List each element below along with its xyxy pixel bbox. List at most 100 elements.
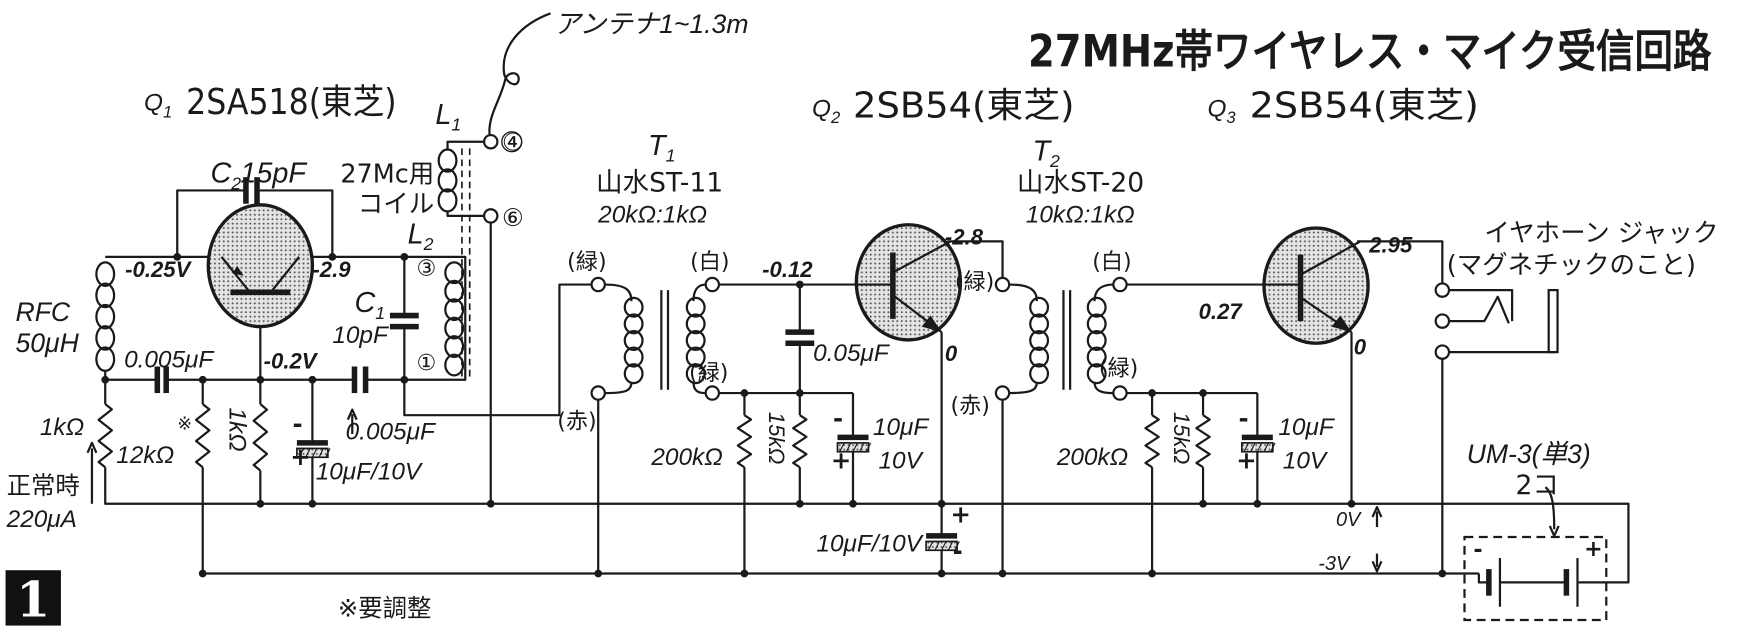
coil-loop (623, 363, 644, 385)
current-label: 正常時 (7, 471, 80, 500)
q2-part: 2SB54(東芝) (853, 85, 1075, 126)
junction-dot (173, 252, 182, 261)
bus-3v-label: -3V (1318, 553, 1351, 575)
battery-box (1463, 535, 1608, 622)
capacitor-c2 (243, 177, 260, 204)
c-elec3-minus: - (1238, 403, 1248, 432)
t2-lead-secondary-top: (白) (1092, 249, 1131, 275)
wire (1357, 240, 1444, 284)
hatch (311, 448, 318, 458)
c-elec1-value: 10μF/10V (316, 458, 424, 485)
t2-primary-coil (1029, 296, 1050, 385)
wire (257, 189, 334, 257)
junction-dot (486, 499, 495, 508)
components (86, 131, 1608, 622)
c-elec3-plus: + (1236, 445, 1256, 474)
wire (104, 467, 1630, 584)
junction-dot (740, 389, 749, 397)
antenna-label: アンテナ1~1.3m (554, 9, 749, 39)
resistor-200k-2 (1144, 414, 1160, 469)
q1-ref: Q1 (144, 90, 172, 122)
bus-3v-arrow (1371, 560, 1383, 573)
junction-dot (328, 252, 337, 261)
t1-lead-secondary-bottom: (緑) (689, 360, 728, 386)
c1-value: 10pF (332, 322, 390, 349)
coil-loop (1029, 329, 1050, 351)
q2-emitter-voltage: 0 (945, 341, 958, 366)
coil-loop (437, 168, 458, 193)
capacitor-c1 (389, 312, 419, 330)
hatch (859, 442, 865, 452)
adjust-note: ※要調整 (338, 594, 432, 623)
capacitor-10uf-2 (836, 434, 872, 453)
hatch (839, 442, 845, 452)
hatch (325, 448, 331, 458)
junction-dot (1253, 499, 1262, 508)
q1-emitter-voltage: -0.25V (125, 257, 192, 282)
resistor-12k-adjust (194, 403, 211, 469)
transistor-q2 (854, 223, 963, 342)
wire (403, 283, 592, 417)
c-elec3-value-2: 10V (1283, 447, 1329, 474)
wire (446, 140, 491, 151)
coil-desc-2: コイル (358, 190, 434, 220)
coil-loop (1086, 329, 1107, 351)
resistor-1k-emitter (252, 403, 269, 472)
q1-base-voltage: -0.2V (264, 349, 319, 374)
antenna-wire (488, 12, 551, 136)
hatch (865, 442, 872, 452)
coil-loop (623, 346, 644, 368)
coil-pin-4: ④ (502, 128, 524, 157)
t2-lead-primary-bottom: (赤) (950, 393, 989, 419)
t1-lead-secondary-top: (白) (690, 249, 729, 275)
hatch (1263, 442, 1269, 452)
c-elec3-value-1: 10μF (1278, 414, 1335, 441)
junction-dot (849, 499, 857, 508)
q1-collector-voltage: -2.9 (312, 257, 351, 282)
terminal (482, 208, 499, 224)
q3-emitter-voltage: 0 (1354, 334, 1367, 359)
coil-loop (685, 346, 706, 368)
coil-loop (1029, 296, 1050, 318)
jack-spring (1448, 295, 1510, 324)
capacitor-0.05uf (785, 329, 815, 347)
t1-primary-coil (623, 296, 644, 385)
pointer-arrow (346, 408, 358, 421)
junction-dot (1148, 389, 1156, 397)
c005-value: 0.05μF (813, 340, 891, 367)
t2-model: 山水ST-20 (1017, 168, 1144, 199)
hatch (934, 541, 940, 551)
junction-dot (998, 569, 1007, 578)
q3-ref: Q3 (1207, 95, 1236, 127)
coil-loop (1029, 313, 1050, 335)
junction-dot (400, 252, 409, 261)
terminal (1434, 282, 1451, 298)
coil-loop (95, 346, 116, 373)
hatch (318, 448, 324, 458)
terminal (590, 276, 606, 293)
terminal (1112, 385, 1128, 401)
hatch (954, 541, 960, 551)
junction-dot (740, 569, 749, 578)
coil-loop (437, 148, 458, 173)
q1-emitter-arrow (232, 265, 244, 276)
coil-loop (444, 298, 465, 322)
terminal (1112, 276, 1128, 293)
junction-dot (1199, 499, 1207, 508)
coil-loop (444, 279, 465, 303)
hatch (1243, 442, 1249, 452)
current-arrow (86, 441, 98, 454)
t2-ratio: 10kΩ:1kΩ (1026, 202, 1135, 229)
figure-number: 1 (16, 572, 50, 629)
coil-rfc (95, 261, 116, 373)
coil-loop (444, 335, 465, 358)
hatch (927, 541, 934, 551)
jack-sleeve (1547, 288, 1559, 354)
junction-dot (594, 569, 603, 578)
battery-type: UM-3(単3) (1467, 439, 1591, 469)
resistor-1k-bias (97, 403, 113, 469)
capacitor-0.005uf-2 (351, 366, 369, 394)
q2-collector-voltage: -2.8 (945, 225, 984, 250)
t2-secondary-coil (1086, 296, 1107, 385)
c2-value: 15pF (240, 158, 307, 190)
